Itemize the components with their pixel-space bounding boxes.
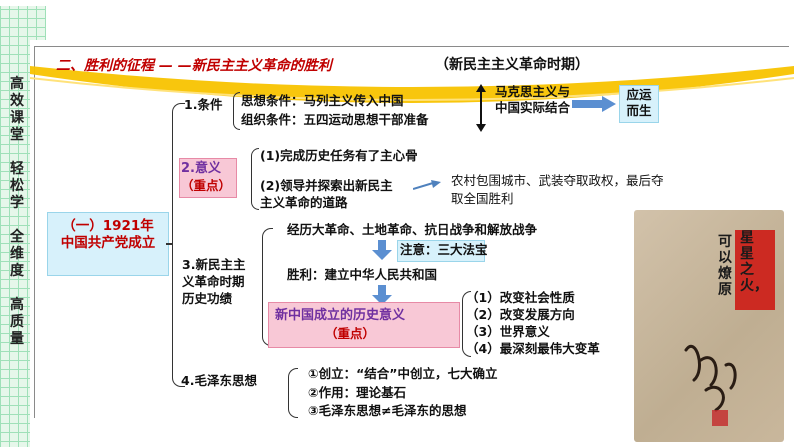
achievements-label: 3.新民主主义革命时期历史功绩 [182,257,246,306]
mao-item-2: ②作用：理论基石 [308,385,407,400]
significance-item2: (2)领导并探索出新民主主义革命的道路 [260,178,393,210]
mao-item-3: ③毛泽东思想≠毛泽东的思想 [308,403,467,418]
conditions-result: 应运而生 [626,87,652,118]
grid-decoration-top [0,0,794,6]
significance-item1: (1)完成历史任务有了主心骨 [260,148,418,163]
gold-arc-decoration [30,66,794,103]
arrow-right-small-icon [413,180,441,190]
conditions-brace [233,92,240,130]
significance-brace [251,148,259,210]
arrow-down-icon [372,240,392,260]
main-brace-stem [166,243,173,245]
achievements-wars: 经历大革命、土地革命、抗日战争和解放战争 [287,222,538,237]
header-period: （新民主主义革命时期） [435,57,589,73]
arrow-down-icon-2 [372,285,392,305]
conditions-thought: 思想条件：马列主义传入中国 [241,93,404,108]
achievements-meaning-key: （重点） [325,326,376,341]
book-red-panel [735,230,775,310]
result-box [619,85,659,123]
book-cover-title: 星星之火， 可以燎原 [700,226,780,316]
frame-top-line [34,46,789,47]
side-title: 高效课堂 轻松学 全维度 高质量 [10,76,24,347]
main-brace [172,103,185,387]
frame-left-line [34,46,35,418]
achievements-brace [262,228,273,346]
photo-text-1: 星星之火， [740,230,768,294]
achievements-note: 注意：三大法宝 [400,242,488,257]
meaning-point-3: （3）世界意义 [466,324,550,339]
significance-box [179,158,237,198]
conditions-org: 组织条件：五四运动思想干部准备 [241,112,429,127]
mao-item-1: ①创立：“结合”中创立，七大确立 [308,366,498,381]
root-box-text: （一）1921年中国共产党成立 [60,218,156,251]
meaning-box [268,302,460,348]
meaning-point-2: （2）改变发展方向 [466,307,575,322]
conditions-combine: 马克思主义与中国实际结合 [495,84,571,115]
seal-stamp [712,410,728,426]
mao-label: 4.毛泽东思想 [181,373,257,388]
significance-road: 农村包围城市、武装夺取政权，最后夺取全国胜利 [451,173,664,206]
meaning-point-1: （1）改变社会性质 [466,290,575,305]
significance-label: 2.意义 [181,161,221,176]
achievements-victory: 胜利：建立中华人民共和国 [287,267,438,282]
meaning-point-4: （4）最深刻最伟大变革 [466,341,600,356]
conditions-label: 1.条件 [184,97,223,112]
arrow-right-icon [572,96,616,112]
note-box [397,240,485,262]
achievements-meaning: 新中国成立的历史意义 [275,308,406,323]
signature-icon [684,345,737,412]
double-arrow-icon [476,84,486,132]
header-title: 二、胜利的征程 — —新民主主义革命的胜利 [56,58,332,74]
mao-brace [288,368,298,418]
photo-text-2: 可以燎原 [718,234,732,298]
root-box [47,212,169,276]
significance-key: （重点） [181,178,232,193]
